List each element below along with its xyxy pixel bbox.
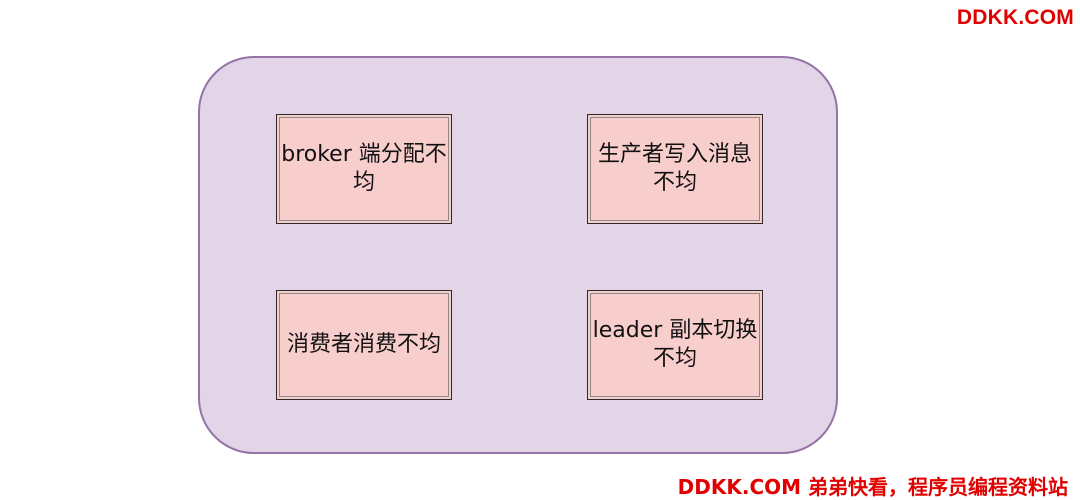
node-label: 生产者写入消息不均 <box>597 142 752 195</box>
node-broker-distribution: broker 端分配不均 <box>276 114 452 224</box>
node-label: broker 端分配不均 <box>281 142 447 195</box>
watermark-bottom: DDKK.COM 弟弟快看，程序员编程资料站 <box>677 475 1068 499</box>
node-consumer-consume: 消费者消费不均 <box>276 290 452 400</box>
node-leader-switch: leader 副本切换不均 <box>587 290 763 400</box>
node-label: 消费者消费不均 <box>286 332 441 357</box>
watermark-top: DDKK.COM <box>956 6 1074 29</box>
node-producer-write: 生产者写入消息不均 <box>587 114 763 224</box>
node-label: leader 副本切换不均 <box>592 318 758 371</box>
